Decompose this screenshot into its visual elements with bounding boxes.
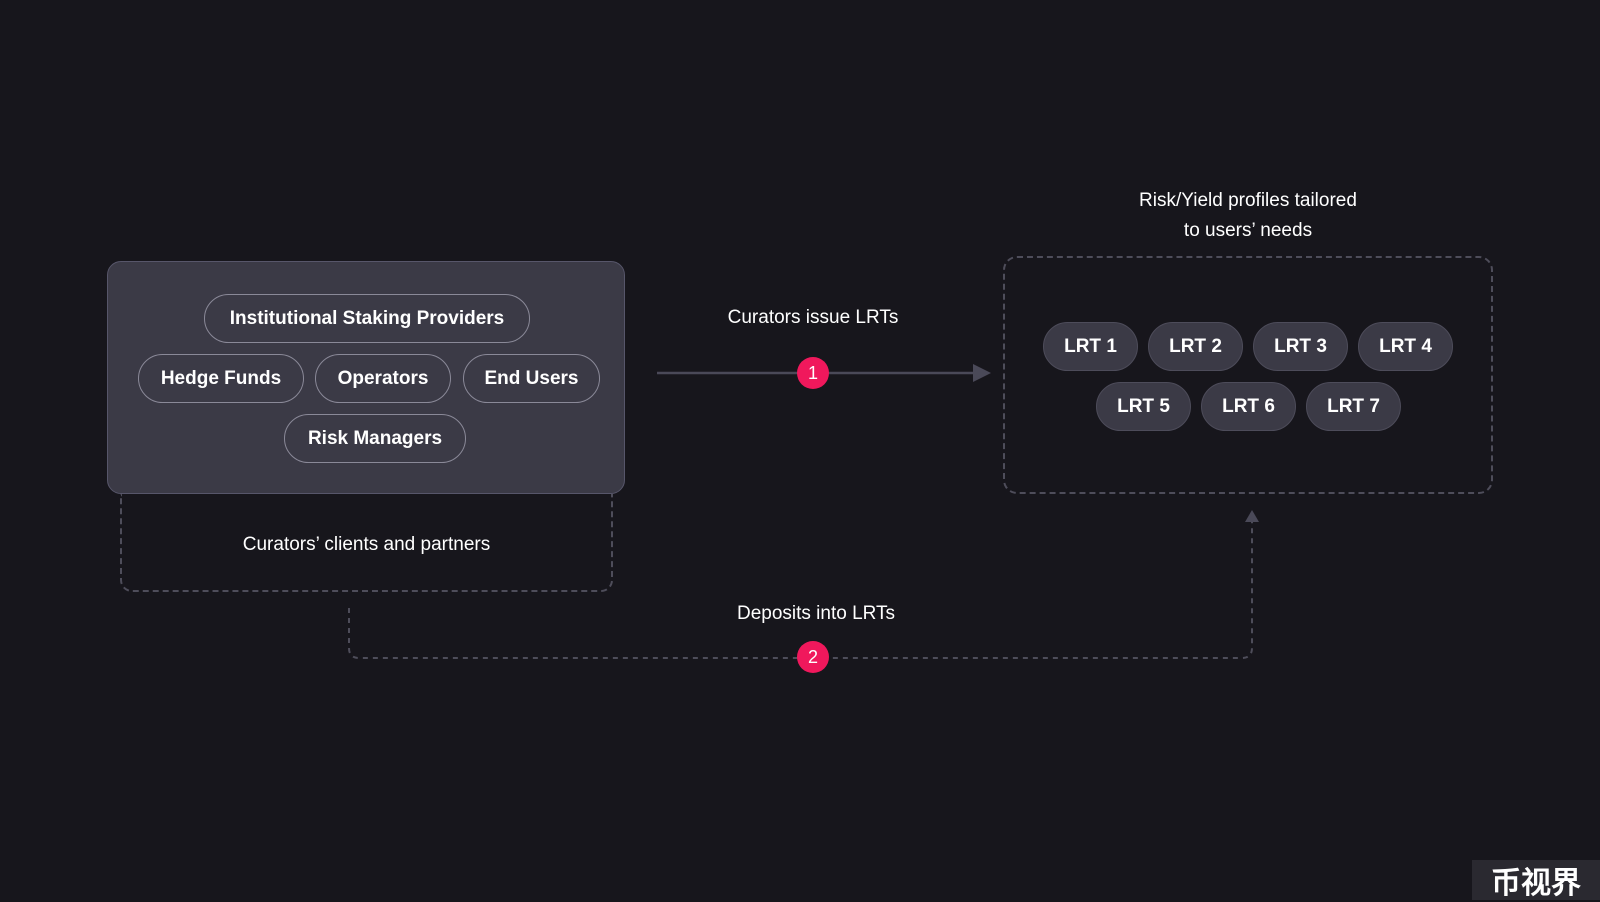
lrt-pill: LRT 7 <box>1306 382 1401 431</box>
deposit-path <box>348 522 1253 659</box>
deposit-label: Deposits into LRTs <box>736 603 896 624</box>
pill-institutional-staking-providers: Institutional Staking Providers <box>204 294 530 343</box>
lrt-pill: LRT 5 <box>1096 382 1191 431</box>
issue-label: Curators issue LRTs <box>727 307 899 328</box>
step-badge-1: 1 <box>797 357 829 389</box>
lrt-caption-line2: to users’ needs <box>1183 220 1313 241</box>
clients-panel: Institutional Staking Providers Hedge Fu… <box>107 261 625 494</box>
watermark-logo: 币视界 <box>1472 860 1600 901</box>
lrt-box: LRT 1 LRT 2 LRT 3 LRT 4 LRT 5 LRT 6 LRT … <box>1003 256 1493 494</box>
lrt-pill: LRT 3 <box>1253 322 1348 371</box>
pill-end-users: End Users <box>463 354 600 403</box>
clients-dashed-frame <box>120 494 613 592</box>
lrt-pill: LRT 2 <box>1148 322 1243 371</box>
clients-caption: Curators’ clients and partners <box>242 534 491 555</box>
issue-arrow-head <box>973 364 991 382</box>
pill-operators: Operators <box>315 354 451 403</box>
lrt-caption: Risk/Yield profiles tailored to users’ n… <box>1003 186 1493 246</box>
lrt-pill: LRT 6 <box>1201 382 1296 431</box>
deposit-arrow-head <box>1245 510 1259 522</box>
step-badge-2: 2 <box>797 641 829 673</box>
lrt-caption-line1: Risk/Yield profiles tailored <box>1139 190 1357 211</box>
pill-hedge-funds: Hedge Funds <box>138 354 304 403</box>
pill-risk-managers: Risk Managers <box>284 414 466 463</box>
lrt-pill: LRT 4 <box>1358 322 1453 371</box>
lrt-pill: LRT 1 <box>1043 322 1138 371</box>
